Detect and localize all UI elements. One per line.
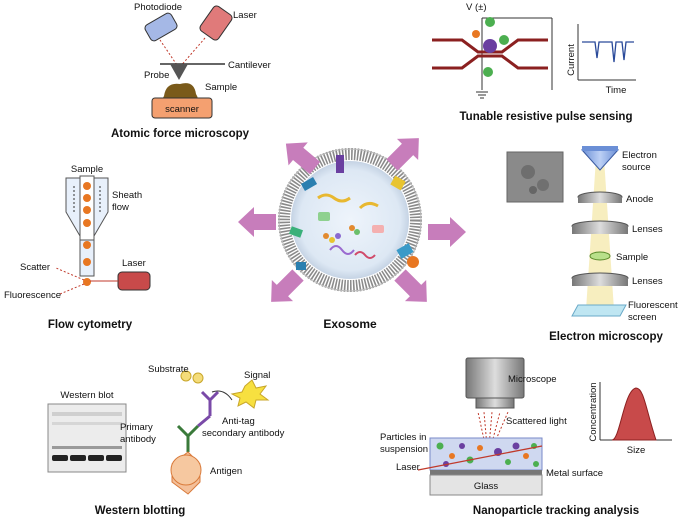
em-title-label: Electron microscopy	[549, 331, 663, 343]
wb-blot-label-label: Western blot	[60, 390, 114, 401]
flow-sheath-2-label: flow	[112, 202, 129, 213]
em-micrograph	[506, 151, 564, 203]
em-electron-source	[580, 149, 620, 171]
em-anode-label: Anode	[626, 194, 653, 205]
flow-laser-label: Laser	[122, 258, 146, 269]
nta-laser-label: Laser	[396, 462, 420, 473]
exosome-label: Exosome	[323, 317, 377, 331]
em-lenses-top-label: Lenses	[632, 224, 663, 235]
em-screen-2-label: screen	[628, 312, 657, 323]
wb-secondary-1-label: Anti-tag	[222, 416, 255, 427]
nta-scattered-label: Scattered light	[506, 416, 567, 427]
wb-title-label: Western blotting	[95, 505, 186, 517]
arrow-to-nta	[394, 269, 427, 302]
trps-panel: V (±) Current Time Tunable resistive pul…	[432, 2, 636, 123]
flow-sample-label: Sample	[71, 164, 103, 175]
wb-panel: Western blot Substrate Signal Primary an…	[47, 364, 285, 517]
afm-probe-label: Probe	[144, 70, 169, 81]
em-sample	[589, 251, 611, 261]
afm-title-label: Atomic force microscopy	[111, 128, 250, 140]
afm-panel: scanner Photodiode Laser Cantilever Prob…	[111, 2, 271, 140]
afm-probe	[170, 64, 188, 80]
nta-metal-surface	[430, 470, 542, 475]
wb-primary-antibody	[176, 424, 200, 452]
afm-photodiode-label: Photodiode	[134, 2, 182, 13]
nta-particles-2-label: suspension	[380, 444, 428, 455]
arrow-to-em	[428, 217, 466, 247]
em-electron-source-1-label: Electron	[622, 150, 657, 161]
wb-primary-1-label: Primary	[120, 422, 153, 433]
em-electron-source-2-label: source	[622, 162, 651, 173]
arrow-to-wb	[271, 269, 304, 302]
wb-antigen-label: Antigen	[210, 466, 242, 477]
wb-secondary-antibody	[197, 390, 220, 428]
nta-panel: Microscope Scattered light Particles in …	[380, 357, 672, 517]
method-arrows	[238, 138, 466, 302]
wb-signal-label: Signal	[244, 370, 270, 381]
flow-scatter-label: Scatter	[20, 262, 50, 273]
nta-title-label: Nanoparticle tracking analysis	[473, 505, 639, 517]
nta-x-axis-label: Size	[627, 445, 645, 456]
nta-particles-1-label: Particles in	[380, 432, 426, 443]
trps-y-axis-label: Current	[566, 44, 577, 76]
nta-microscope-label: Microscope	[508, 374, 557, 385]
afm-scanner-label: scanner	[165, 104, 199, 115]
exosome-illustration: Exosome	[278, 148, 422, 331]
nta-laser-beam	[417, 445, 543, 471]
wb-signal-star	[230, 379, 270, 409]
flow-sheath-1-label: Sheath	[112, 190, 142, 201]
wb-primary-2-label: antibody	[120, 434, 156, 445]
trps-voltage-label: V (±)	[466, 2, 487, 13]
afm-scanner	[151, 97, 213, 119]
em-fluorescent-screen	[571, 304, 627, 317]
flow-laser	[117, 271, 151, 291]
trps-pulse-trace	[582, 41, 634, 63]
em-screen-1-label: Fluorescent	[628, 300, 678, 311]
wb-secondary-2-label: secondary antibody	[202, 428, 285, 439]
nta-suspension	[429, 437, 543, 471]
flow-fluorescence-label: Fluorescence	[4, 290, 61, 301]
nta-glass-label: Glass	[474, 481, 499, 492]
arrow-to-flow	[238, 207, 276, 237]
afm-laser	[199, 5, 233, 41]
flow-title-label: Flow cytometry	[48, 319, 133, 331]
em-lenses-bottom-label: Lenses	[632, 276, 663, 287]
em-panel: Electron source Anode Lenses Sample Lens…	[506, 146, 678, 343]
nta-glass	[429, 474, 543, 496]
afm-photodiode	[144, 12, 178, 42]
nta-y-axis-label: Concentration	[588, 382, 599, 441]
arrow-to-afm	[285, 142, 321, 175]
afm-cantilever-label: Cantilever	[228, 60, 271, 71]
nta-size-distribution	[611, 387, 657, 441]
trps-title-label: Tunable resistive pulse sensing	[460, 111, 633, 123]
flow-panel: Sample Sheath flow Scatter Laser Fluores…	[4, 164, 151, 331]
trps-membrane-bottom	[432, 54, 548, 70]
arrow-to-trps	[386, 138, 419, 171]
wb-substrate-label: Substrate	[148, 364, 189, 375]
em-sample-label: Sample	[616, 252, 648, 263]
afm-sample-label: Sample	[205, 82, 237, 93]
trps-x-axis-label: Time	[606, 85, 627, 96]
nta-metal-label: Metal surface	[546, 468, 603, 479]
afm-laser-label: Laser	[233, 10, 257, 21]
